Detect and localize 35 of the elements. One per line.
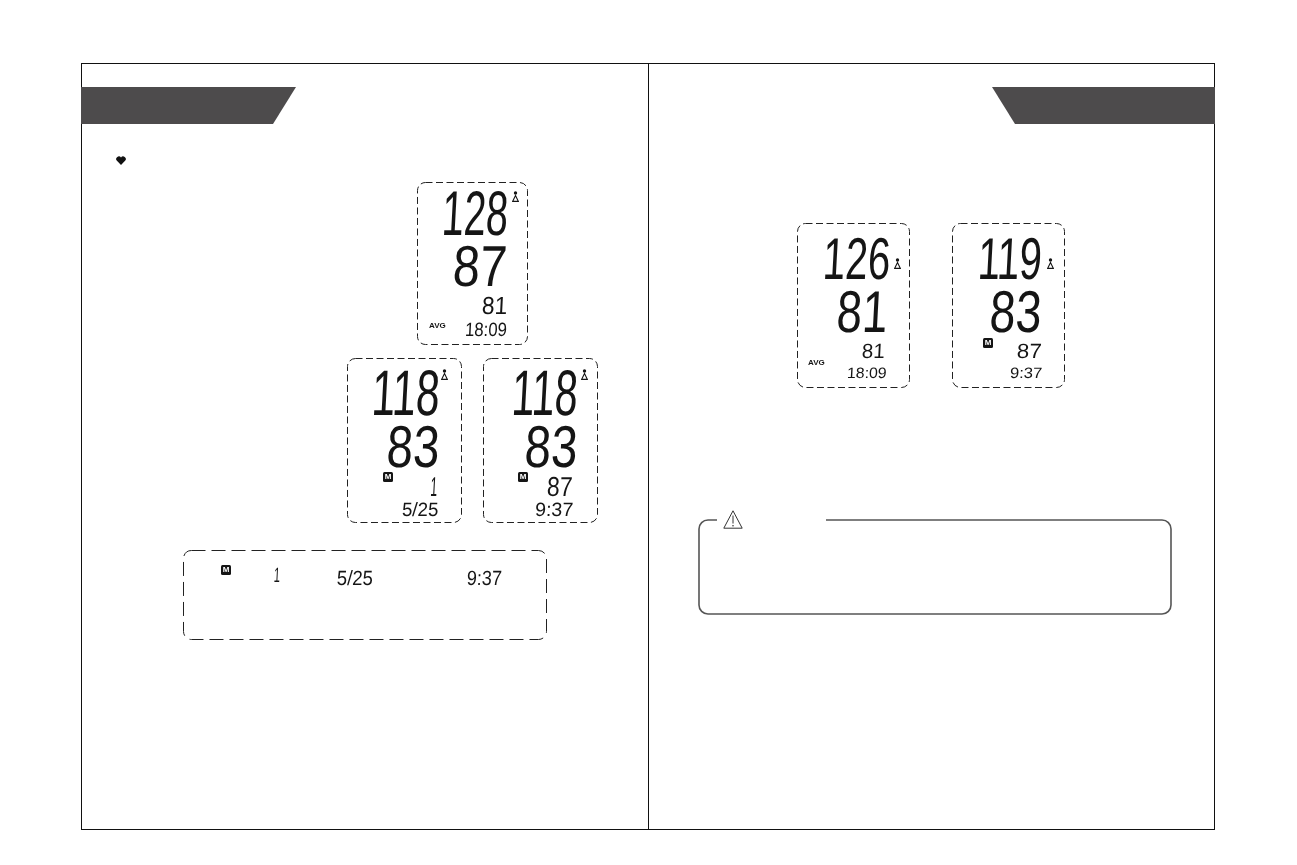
- lcd-digits: 5/25: [401, 503, 439, 518]
- memory-indicator: M: [221, 565, 231, 575]
- lcd-digits: 9:37: [1009, 367, 1043, 379]
- lcd-digits: 83: [386, 425, 442, 469]
- lcd-digits: 128: [440, 190, 510, 237]
- lcd-digits: 1: [429, 477, 438, 498]
- lcd-digits: 18:09: [846, 367, 888, 379]
- lcd-digits: 1: [273, 567, 281, 583]
- lcd-digits: 5/25: [336, 570, 374, 586]
- lcd-screen: [417, 182, 528, 345]
- lcd-digits: 81: [481, 297, 508, 316]
- lcd-digits: 118: [510, 370, 580, 418]
- lcd-screen: [797, 223, 910, 388]
- lcd-digits: 83: [989, 290, 1044, 334]
- lcd-digits: 18:09: [464, 323, 508, 338]
- memory-indicator: M: [383, 472, 393, 482]
- lcd-label: AVG: [429, 322, 446, 330]
- lcd-screen: [952, 223, 1065, 388]
- memory-indicator: M: [983, 338, 993, 348]
- lcd-digits: 83: [524, 425, 580, 469]
- lcd-digits: 118: [370, 370, 442, 418]
- lcd-digits: 81: [836, 290, 890, 334]
- memory-indicator: M: [518, 472, 528, 482]
- lcd-digits: 126: [821, 237, 892, 281]
- lcd-digits: 87: [451, 245, 509, 288]
- lcd-digits: 81: [861, 343, 886, 359]
- lcd-screen: [347, 358, 462, 523]
- lcd-label: AVG: [808, 359, 825, 367]
- lcd-digits: 119: [976, 237, 1044, 281]
- lcd-digits: 9:37: [534, 503, 574, 518]
- lcd-screen: [183, 550, 547, 640]
- lcd-digits: 87: [546, 477, 574, 498]
- lcd-screen: [483, 358, 598, 523]
- lcd-digits: 9:37: [466, 570, 503, 586]
- lcd-digits: 87: [1016, 343, 1043, 359]
